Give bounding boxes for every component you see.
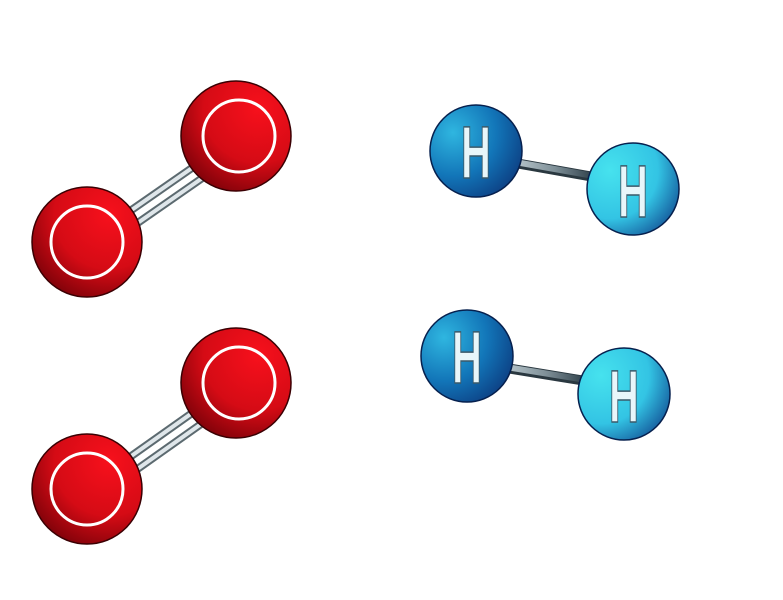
atom-label: H (609, 355, 639, 438)
hydrogen-atom: H (420, 309, 514, 403)
oxygen-molecule-top (31, 80, 292, 298)
single-bond (510, 158, 599, 182)
hydrogen-molecule-bottom: H H (420, 309, 671, 441)
hydrogen-atom: H (577, 347, 671, 441)
atom-label: H (452, 316, 482, 399)
double-bond (116, 157, 215, 233)
oxygen-atom (31, 186, 143, 298)
hydrogen-atom: H (429, 104, 523, 198)
oxygen-atom (180, 327, 292, 439)
oxygen-atom (180, 80, 292, 192)
oxygen-atom (31, 433, 143, 545)
hydrogen-molecule-top: H H (429, 104, 680, 236)
atom-label: H (618, 150, 648, 233)
oxygen-molecule-bottom (31, 327, 292, 545)
hydrogen-atom: H (586, 142, 680, 236)
double-bond (116, 402, 215, 479)
atom-label: H (461, 111, 491, 194)
single-bond (501, 363, 591, 386)
